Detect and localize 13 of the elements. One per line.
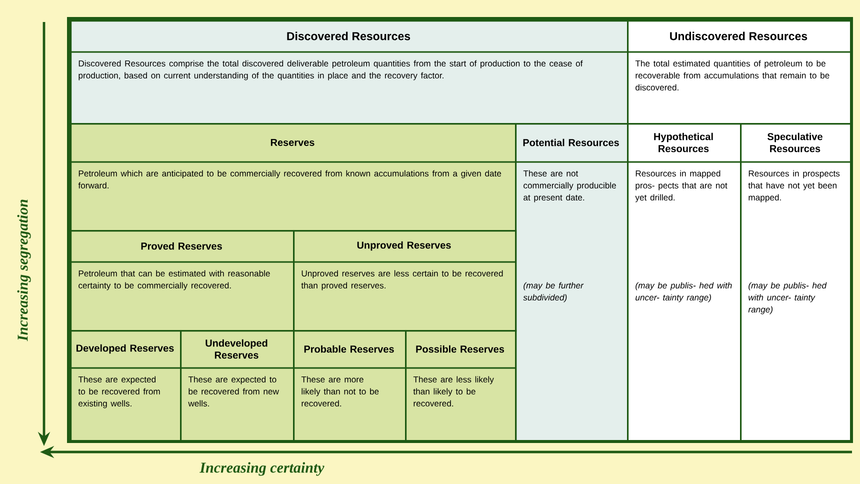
table-cell: Developed Reserves These are expected to be recovered from existing wells. — [70, 330, 182, 442]
table-cell: Undiscovered Resources The total estimated quantities of petroleum to be recoverable from accumulations that remain to be discovered. — [627, 20, 852, 125]
table-cell: Hypothetical Resources Resources in mapped pros- pects that are not yet drilled. (may be publis- hed with uncer- tainty range) — [627, 123, 742, 442]
table-cell: Proved Reserves Petroleum that can be estimated with reasonable certainty to be commercially recovered. — [70, 230, 295, 332]
table-cell: Discovered Resources Discovered Resources comprise the total discovered deliverable petroleum quantities from the start of production to the cease of production, based on current understanding of the quantities in place and the recovery factor. — [70, 20, 629, 125]
table-cell: Probable Reserves These are more likely than not to be recovered. — [293, 330, 407, 442]
axis-label: Increasing segregation — [17, 200, 31, 342]
table-cell: Possible Reserves These are less likely than likely to be recovered. — [405, 330, 517, 442]
table-cell: Unproved Reserves Unproved reserves are less certain to be recovered than proved reserves. — [293, 230, 517, 332]
table-cell: Potential Resources These are not commercially producible at present date. (may be further subdivided) — [515, 123, 629, 442]
axis-label: Increasing certainty — [200, 462, 324, 476]
table-cell: Undeveloped Reserves These are expected to be recovered from new wells. — [180, 330, 295, 442]
table-cell: Speculative Resources Resources in prospects that have not yet been mapped. (may be publis- hed with uncer- tainty range) — [740, 123, 852, 442]
